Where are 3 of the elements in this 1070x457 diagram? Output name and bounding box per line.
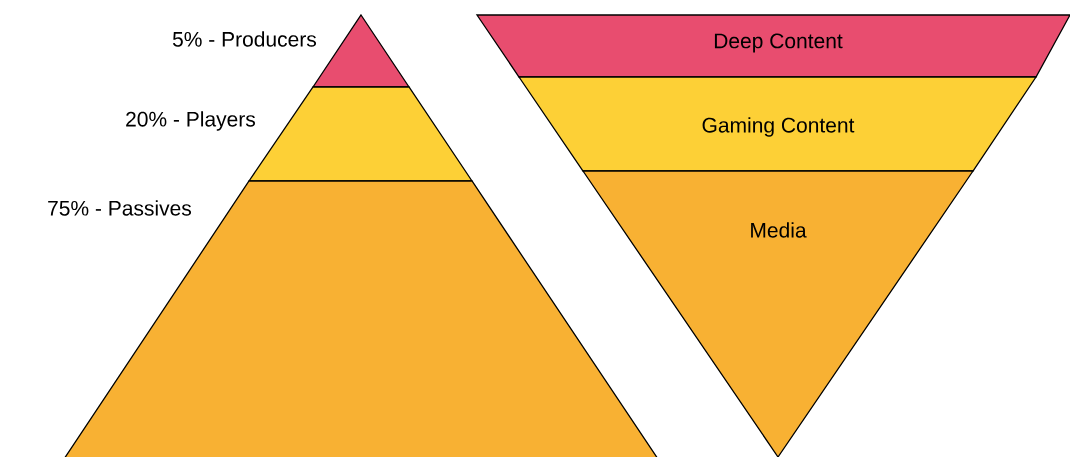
side-label: 5% - Producers bbox=[172, 31, 316, 47]
side-label: 20% - Players bbox=[126, 111, 255, 131]
side-label: 75% - Passives bbox=[48, 200, 191, 216]
